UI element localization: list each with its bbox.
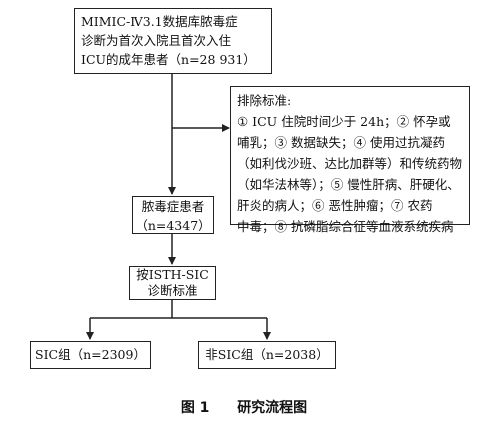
sepsis-box: 脓毒症患者 （n=4347）: [132, 196, 214, 234]
exclusion-title: 排除标准:: [237, 93, 292, 108]
nonsic-group-box: 非SIC组（n=2038）: [198, 341, 336, 369]
sic-group-box: SIC组（n=2309）: [30, 341, 151, 369]
exclusion-box: 排除标准: ① ICU 住院时间少于 24h；② 怀孕或 哺乳；③ 数据缺失；④…: [230, 86, 470, 234]
exclusion-line-6: 中毒；⑧ 抗磷脂综合征等血液系统疾病: [237, 219, 454, 234]
criteria-line-1: 按ISTH-SIC: [136, 267, 209, 282]
nonsic-group-label: 非SIC组（n=2038）: [205, 347, 329, 362]
population-line-2: 诊断为首次入院且首次入住: [81, 33, 232, 48]
sepsis-line-2: （n=4347）: [135, 218, 211, 233]
figure-caption: 图 1 研究流程图: [0, 397, 488, 417]
criteria-line-2: 诊断标准: [147, 283, 198, 298]
sepsis-line-1: 脓毒症患者: [141, 199, 205, 214]
sic-group-label: SIC组（n=2309）: [35, 347, 146, 362]
exclusion-line-4: （如华法林等）；⑤ 慢性肝病、肝硬化、: [237, 177, 460, 192]
exclusion-line-2: 哺乳；③ 数据缺失；④ 使用过抗凝药: [237, 135, 445, 150]
population-line-3: ICU的成年患者（n=28 931）: [81, 52, 256, 67]
figure-title: 研究流程图: [237, 400, 308, 416]
population-line-1: MIMIC-Ⅳ3.1数据库脓毒症: [81, 14, 238, 29]
exclusion-line-3: （如利伐沙班、达比加群等）和传统药物: [237, 156, 463, 171]
exclusion-line-5: 肝炎的病人；⑥ 恶性肿瘤；⑦ 农药: [237, 198, 433, 213]
criteria-box: 按ISTH-SIC 诊断标准: [129, 266, 216, 300]
figure-number: 图 1: [180, 400, 210, 416]
population-box: MIMIC-Ⅳ3.1数据库脓毒症 诊断为首次入院且首次入住 ICU的成年患者（n…: [74, 8, 272, 74]
exclusion-line-1: ① ICU 住院时间少于 24h；② 怀孕或: [237, 114, 451, 129]
